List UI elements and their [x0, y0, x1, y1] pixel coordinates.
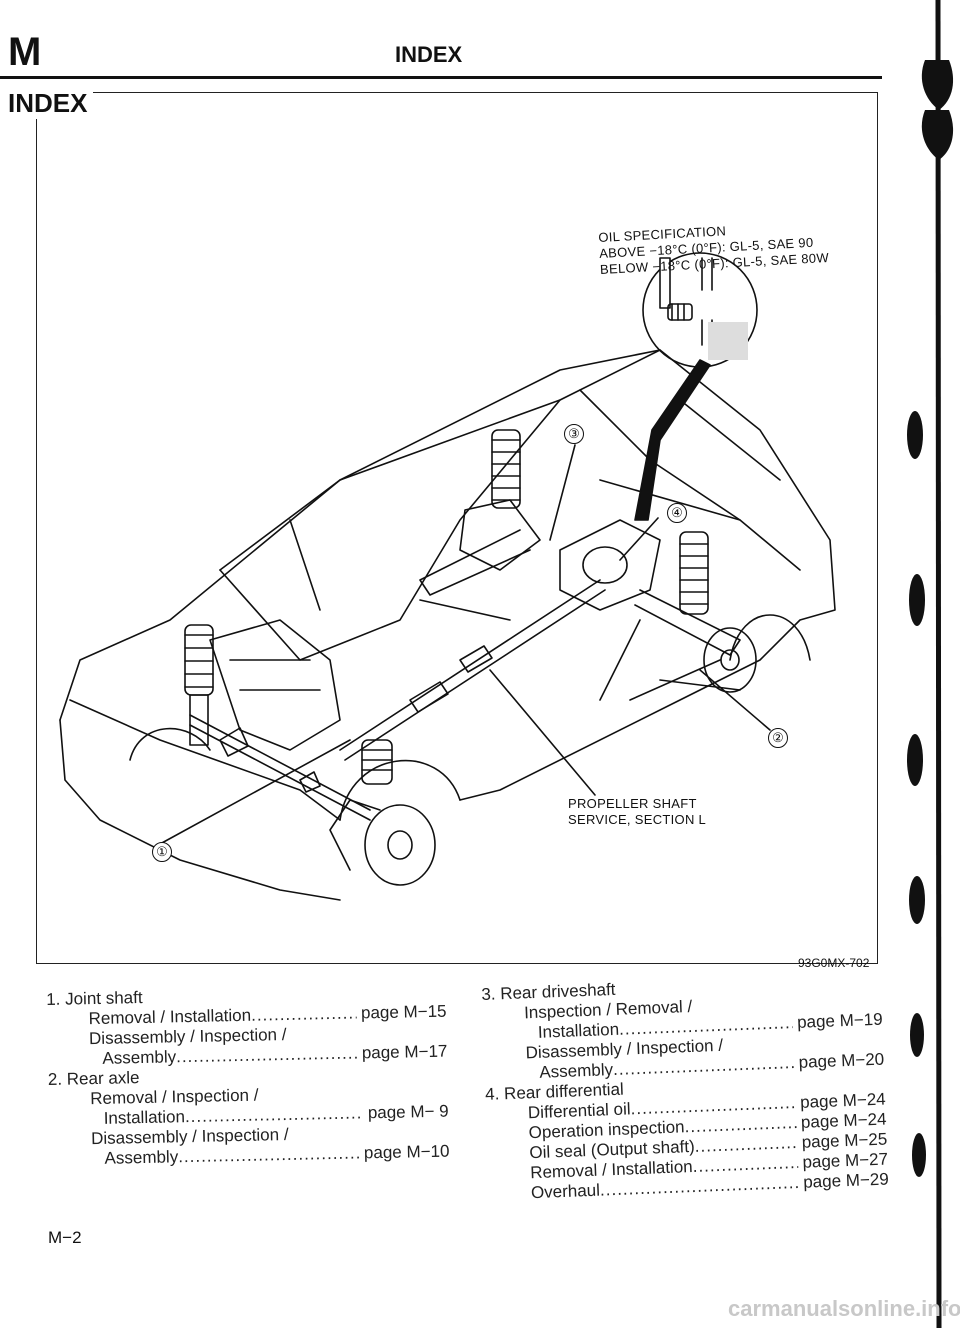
section-letter: M: [8, 30, 43, 74]
footer-watermark: carmanualsonline.info: [728, 1296, 960, 1321]
index-entry-label: Assembly: [104, 1147, 179, 1168]
index-page-ref: page M−20: [798, 1049, 885, 1072]
section-title: INDEX: [8, 88, 94, 119]
dot-leader: [185, 1103, 364, 1127]
index-page-ref: page M−17: [361, 1041, 448, 1063]
figure-frame: [36, 92, 878, 964]
callout-4: ④: [667, 503, 687, 523]
callout-1: ①: [152, 842, 172, 862]
index-page-ref: page M−29: [802, 1169, 890, 1192]
figure-code: 93G0MX-702: [798, 956, 870, 970]
index-entry-label: Installation: [103, 1107, 186, 1128]
propeller-note-line1: PROPELLER SHAFT: [568, 796, 697, 811]
binding-edge: [907, 0, 954, 1328]
header-rule: [0, 76, 882, 79]
page-number: M−2: [48, 1228, 82, 1247]
index-page-ref: page M− 9: [367, 1101, 449, 1123]
callout-2: ②: [768, 728, 788, 748]
callout-3: ③: [564, 424, 584, 444]
index-page-ref: page M−10: [363, 1141, 450, 1163]
index-entry-label: 1. Joint shaft: [46, 987, 143, 1009]
dot-leader: [176, 1043, 358, 1067]
propeller-shaft-note: PROPELLER SHAFT SERVICE, SECTION L: [568, 796, 706, 828]
header-title: INDEX: [395, 42, 463, 67]
dot-leader: [178, 1143, 360, 1167]
index-page-ref: page M−15: [360, 1001, 447, 1023]
index-entry-label: Overhaul: [530, 1180, 601, 1203]
car-driveline-illustration: [59, 252, 836, 901]
index-entry-label: 2. Rear axle: [47, 1068, 140, 1089]
index-page-ref: page M−19: [796, 1009, 883, 1032]
dot-leader: [251, 1003, 357, 1025]
index-entry-label: Assembly: [102, 1047, 177, 1068]
propeller-note-line2: SERVICE, SECTION L: [568, 812, 707, 827]
